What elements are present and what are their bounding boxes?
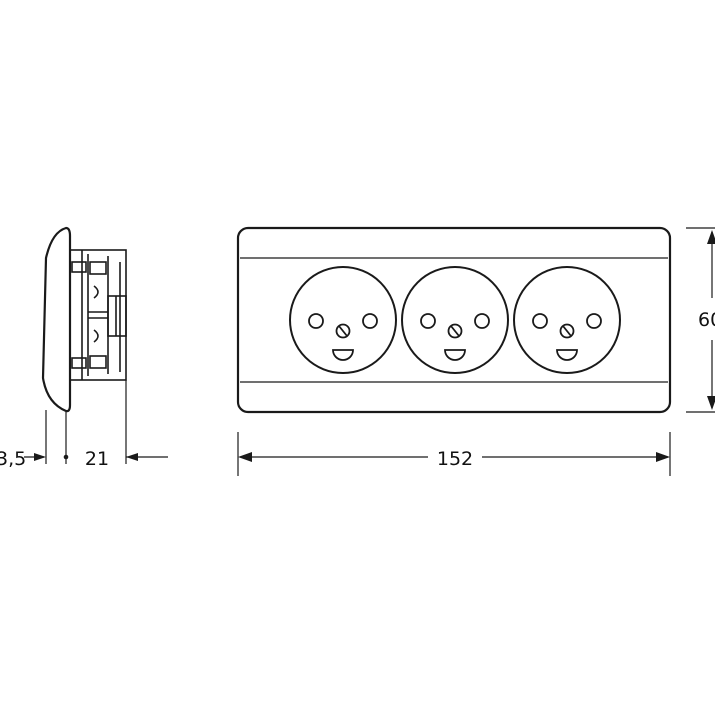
side-plate	[41, 226, 72, 413]
socket-rim	[401, 266, 509, 374]
dim-width-arrow-right	[656, 452, 670, 462]
socket-screw	[559, 323, 575, 339]
socket-screw-slot	[562, 325, 572, 337]
socket-earth-pin	[556, 349, 578, 361]
socket-rim	[289, 266, 397, 374]
front-view	[236, 226, 715, 476]
dim-depth-body-arrow	[126, 453, 138, 461]
dim-depth-body-label: 21	[85, 448, 109, 470]
socket-screw	[447, 323, 463, 339]
socket-earth-pin	[444, 349, 466, 361]
dim-height-arrow-top	[707, 230, 715, 244]
socket-2	[401, 266, 509, 374]
socket-pin-hole-right	[362, 313, 378, 329]
socket-pin-hole-right	[586, 313, 602, 329]
socket-3	[513, 266, 621, 374]
socket-screw-slot	[338, 325, 348, 337]
dim-width-arrow-left	[238, 452, 252, 462]
dim-width-label: 152	[437, 448, 473, 470]
socket-pin-hole-left	[420, 313, 436, 329]
side-view	[24, 226, 168, 464]
dim-depth-front-arrow	[34, 453, 46, 461]
dim-height-arrow-bottom	[707, 396, 715, 410]
side-body	[69, 249, 127, 381]
socket-pin-hole-left	[308, 313, 324, 329]
socket-rim	[513, 266, 621, 374]
socket-screw	[335, 323, 351, 339]
sockets	[289, 266, 621, 374]
socket-screw-slot	[450, 325, 460, 337]
dim-depth-front-label: 3,5	[0, 448, 26, 470]
front-plate	[236, 226, 672, 414]
dim-origin-dot	[63, 454, 69, 460]
socket-earth-pin	[332, 349, 354, 361]
socket-pin-hole-right	[474, 313, 490, 329]
socket-1	[289, 266, 397, 374]
socket-pin-hole-left	[532, 313, 548, 329]
dim-height-label: 60	[698, 309, 715, 331]
